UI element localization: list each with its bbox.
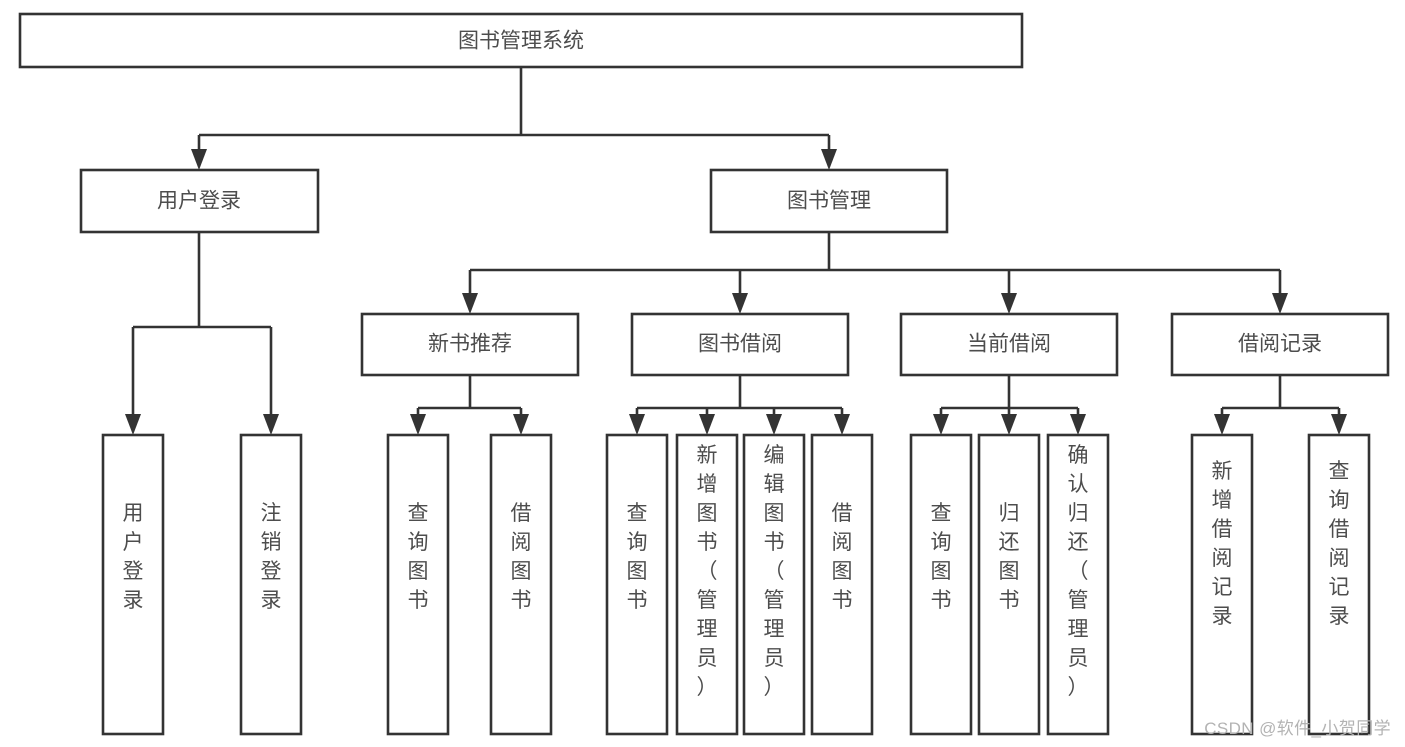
node-login-label: 用户登录 [157,190,241,213]
arrow-head-query-book-3 [933,414,949,435]
arrow-head-edit-book [766,414,782,435]
node-leaf-query-book-3-box[interactable] [909,433,973,736]
node-leaf-user-login-box[interactable] [101,433,165,736]
node-leaf-confirm-return[interactable]: 确认归还（管理员） [1046,433,1110,736]
arrow-head-add-record [1214,414,1230,435]
node-leaf-edit-book-box[interactable] [742,433,806,736]
connector-group-records [1214,375,1347,435]
connector-group-borrow [629,375,850,435]
node-leaf-user-login[interactable]: 用户登录 [101,433,165,736]
node-root-label: 图书管理系统 [458,30,584,53]
node-leaf-edit-book[interactable]: 编辑图书（管理员） [742,433,806,736]
node-bookmgmt-label: 图书管理 [787,190,871,213]
node-leaf-borrow-book-1[interactable]: 借阅图书 [489,433,553,736]
arrow-head-confirm-return [1070,414,1086,435]
node-leaf-query-book-2[interactable]: 查询图书 [605,433,669,736]
node-records-label: 借阅记录 [1238,333,1322,356]
node-root-box[interactable] [18,12,1024,69]
arrow-head-query-book-1 [410,414,426,435]
node-leaf-add-book-box[interactable] [675,433,739,736]
node-leaf-query-book-1-box[interactable] [386,433,450,736]
node-current[interactable]: 当前借阅 [899,312,1119,377]
node-bookmgmt-box[interactable] [709,168,949,234]
node-bookmgmt[interactable]: 图书管理 [709,168,949,234]
node-leaf-query-record[interactable]: 查询借阅记录 [1307,433,1371,736]
node-leaf-edit-book-label: 编辑图书（管理员） [764,444,785,699]
arrow-head-records [1272,293,1288,314]
node-current-box[interactable] [899,312,1119,377]
node-leaf-add-book[interactable]: 新增图书（管理员） [675,433,739,736]
node-leaf-query-book-3-label: 查询图书 [931,502,952,612]
connector-group-current [933,375,1086,435]
node-leaf-logout-login[interactable]: 注销登录 [239,433,303,736]
arrow-head-login [191,149,207,170]
arrow-head-logout-login [263,414,279,435]
arrow-head-add-book [699,414,715,435]
node-login-box[interactable] [79,168,320,234]
node-leaf-logout-login-box[interactable] [239,433,303,736]
node-leaf-borrow-book-2-label: 借阅图书 [832,502,853,612]
node-borrow[interactable]: 图书借阅 [630,312,850,377]
connector-group-newbook [410,375,529,435]
node-leaf-borrow-book-1-label: 借阅图书 [511,502,532,612]
node-newbook-label: 新书推荐 [428,333,512,356]
node-borrow-label: 图书借阅 [698,333,782,356]
node-leaf-user-login-label: 用户登录 [123,502,144,612]
node-leaf-return-book-box[interactable] [977,433,1041,736]
node-leaf-query-record-box[interactable] [1307,433,1371,736]
node-login[interactable]: 用户登录 [79,168,320,234]
node-leaf-query-book-1-label: 查询图书 [408,502,429,612]
arrow-head-query-record [1331,414,1347,435]
arrow-head-newbook [462,293,478,314]
arrow-head-user-login [125,414,141,435]
node-newbook[interactable]: 新书推荐 [360,312,580,377]
node-borrow-box[interactable] [630,312,850,377]
connector-group-login [125,232,279,435]
arrow-head-borrow-book-1 [513,414,529,435]
arrow-head-current [1001,293,1017,314]
node-leaf-return-book[interactable]: 归还图书 [977,433,1041,736]
node-leaf-query-record-label: 查询借阅记录 [1329,460,1350,628]
node-leaf-confirm-return-box[interactable] [1046,433,1110,736]
node-leaf-borrow-book-1-box[interactable] [489,433,553,736]
node-current-label: 当前借阅 [967,333,1051,356]
arrow-head-borrow [732,293,748,314]
node-newbook-box[interactable] [360,312,580,377]
node-leaf-add-record[interactable]: 新增借阅记录 [1190,433,1254,736]
node-leaf-query-book-2-box[interactable] [605,433,669,736]
node-leaf-borrow-book-2[interactable]: 借阅图书 [810,433,874,736]
node-leaf-query-book-3[interactable]: 查询图书 [909,433,973,736]
node-records-box[interactable] [1170,312,1390,377]
arrow-head-query-book-2 [629,414,645,435]
connector-group-bookmgmt [462,232,1288,314]
node-leaf-logout-login-label: 注销登录 [261,502,282,612]
node-leaf-add-book-label: 新增图书（管理员） [697,444,718,699]
node-leaf-add-record-box[interactable] [1190,433,1254,736]
node-leaf-query-book-2-label: 查询图书 [627,502,648,612]
node-leaf-return-book-label: 归还图书 [999,502,1020,612]
node-leaf-confirm-return-label: 确认归还（管理员） [1068,444,1089,699]
arrow-head-borrow-book-2 [834,414,850,435]
node-leaf-add-record-label: 新增借阅记录 [1212,460,1233,628]
arrow-head-return-book [1001,414,1017,435]
node-leaf-borrow-book-2-box[interactable] [810,433,874,736]
node-records[interactable]: 借阅记录 [1170,312,1390,377]
node-leaf-query-book-1[interactable]: 查询图书 [386,433,450,736]
node-root[interactable]: 图书管理系统 [18,12,1024,69]
connector-group-root [191,67,837,170]
arrow-head-bookmgmt [821,149,837,170]
